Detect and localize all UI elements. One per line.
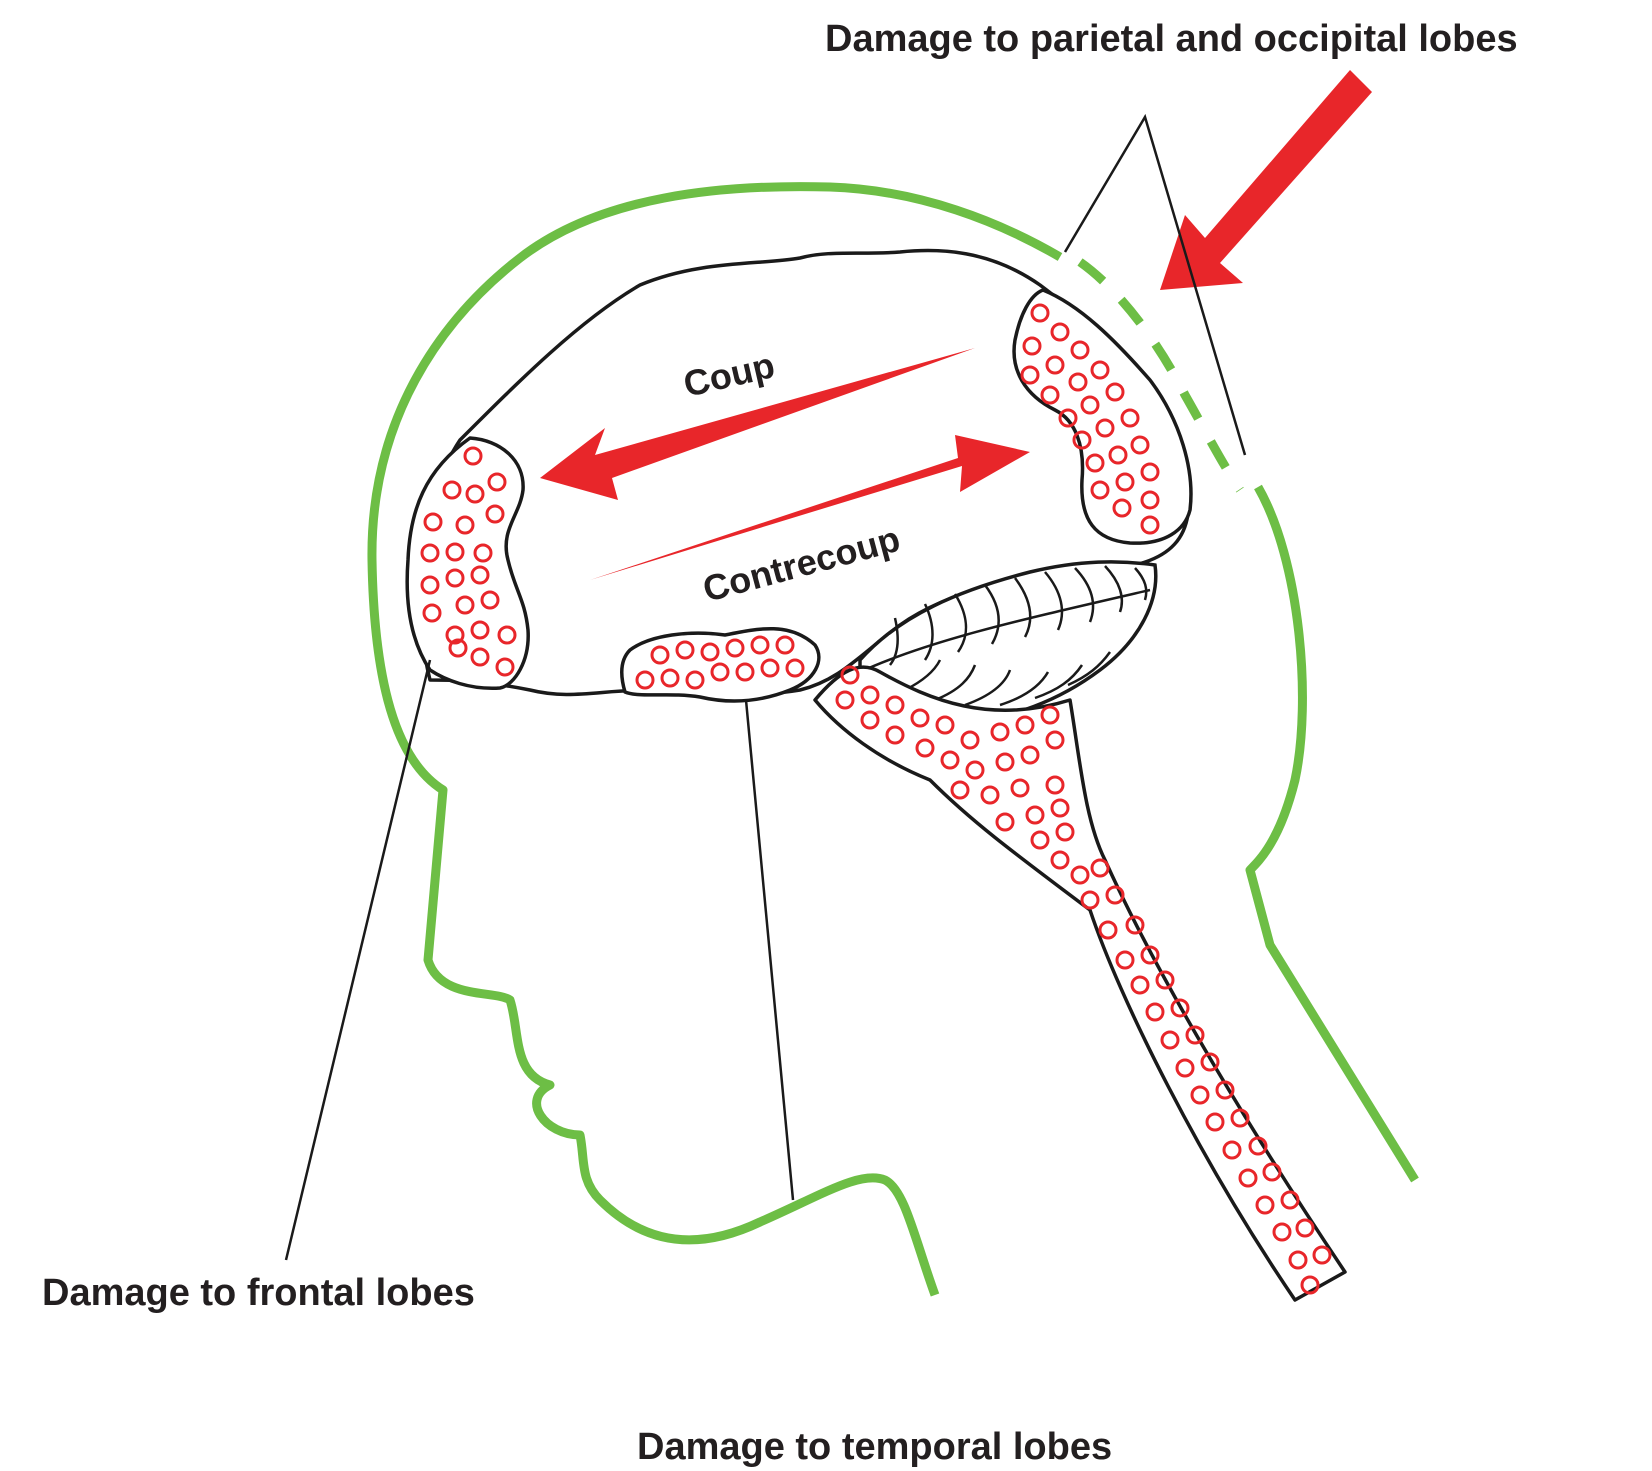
coup-arrow (540, 348, 975, 500)
frontal-leader (284, 659, 432, 1261)
damage-markers (420, 303, 1332, 1295)
frontal-damage-region (405, 436, 530, 690)
temporal-leader (744, 699, 795, 1201)
leader-lines (284, 113, 1247, 1261)
brainstem-spinal-cord (813, 665, 1347, 1302)
label-temporal: Damage to temporal lobes (637, 1426, 1112, 1468)
head-profile-back (1245, 484, 1419, 1183)
impact-arrow (1160, 70, 1372, 290)
head-outline (367, 182, 1419, 1297)
impact-site-dashed-skull (1077, 258, 1244, 493)
parietal-leader (1063, 113, 1247, 456)
contrecoup-arrow (590, 435, 1030, 580)
cerebellum (858, 560, 1158, 724)
head-profile-front (367, 182, 1063, 1297)
label-frontal: Damage to frontal lobes (42, 1272, 475, 1314)
label-parietal-occipital: Damage to parietal and occipital lobes (825, 18, 1518, 60)
